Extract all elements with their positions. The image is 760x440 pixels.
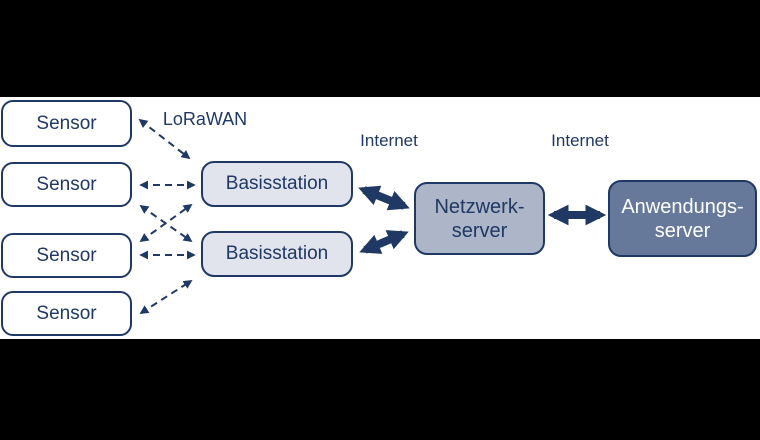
basestation-node-1: Basisstation — [201, 161, 353, 207]
application-server-node: Anwendungs- server — [608, 180, 757, 257]
internet-label-right: Internet — [551, 131, 609, 150]
sensor-node-4-label: Sensor — [36, 302, 97, 324]
network-server-label-line2: server — [451, 219, 508, 242]
network-server-node: Netzwerk- server — [414, 182, 545, 255]
sensor-node-1-label: Sensor — [36, 112, 97, 134]
basestation-node-2: Basisstation — [201, 231, 353, 277]
lorawan-label: LoRaWAN — [162, 109, 248, 129]
basestation-node-2-label: Basisstation — [225, 243, 329, 264]
network-server-label-line1: Netzwerk- — [434, 195, 525, 218]
sensor-node-2-label: Sensor — [36, 173, 97, 195]
application-server-label-line1: Anwendungs- — [621, 195, 744, 218]
sensor-node-1: Sensor — [1, 100, 132, 147]
basestation-node-1-label: Basisstation — [225, 173, 329, 194]
sensor-node-3-label: Sensor — [36, 244, 97, 266]
sensor-node-3: Sensor — [1, 233, 132, 278]
sensor-node-2: Sensor — [1, 162, 132, 207]
application-server-label-line2: server — [654, 219, 711, 242]
internet-label-left: Internet — [360, 131, 418, 150]
sensor-node-4: Sensor — [1, 291, 132, 336]
